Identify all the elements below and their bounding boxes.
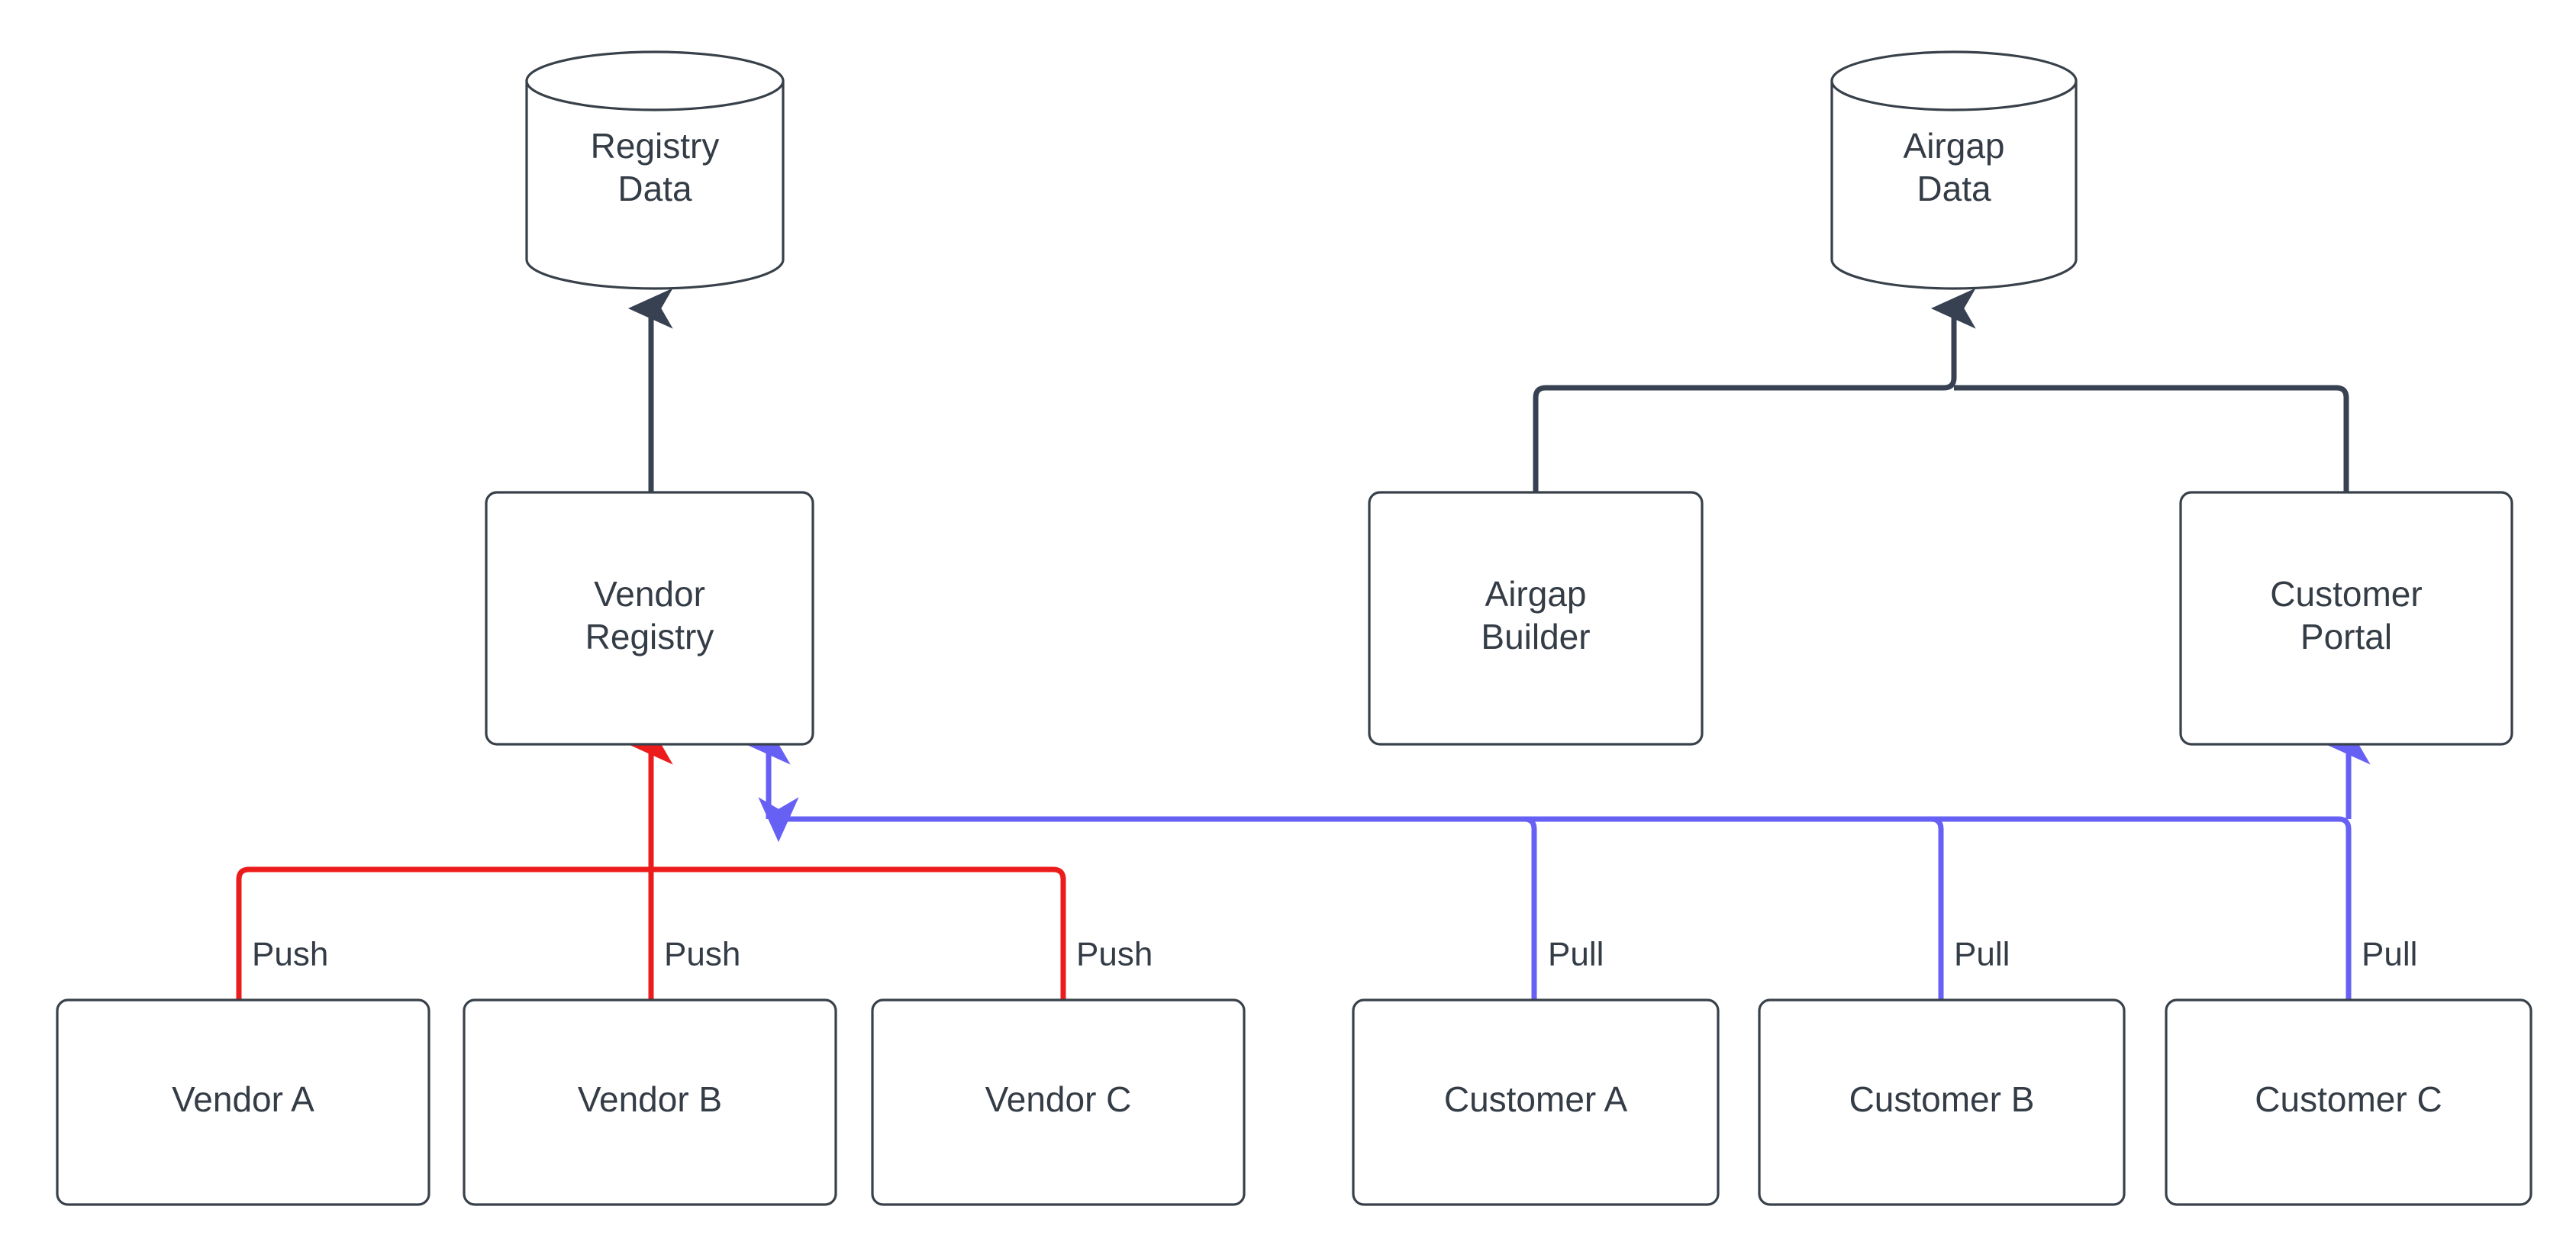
service-label-line1: Customer — [2270, 574, 2422, 614]
service-label-line2: Registry — [585, 617, 714, 656]
actor-label: Customer A — [1444, 1079, 1628, 1119]
actor-customer-b[interactable]: Customer B — [1758, 998, 2126, 1206]
actor-box — [463, 998, 837, 1206]
actor-box — [1352, 998, 1720, 1206]
datastore-label-line1: Airgap — [1904, 126, 2005, 166]
actor-box — [2165, 998, 2532, 1206]
datastore-label-line1: Registry — [591, 126, 720, 166]
cylinder-body — [1830, 79, 2078, 290]
actor-label: Vendor C — [985, 1079, 1132, 1119]
actor-label: Vendor A — [172, 1079, 314, 1119]
edge-label-pull-c: Pull — [2362, 936, 2417, 973]
connector-layer — [236, 288, 2371, 1000]
actor-box — [56, 998, 430, 1206]
edge-label-layer: Push Push Push Pull Pull Pull — [252, 936, 2417, 973]
service-box — [1368, 491, 1704, 746]
connector-customer-portal-to-airgap-data — [1954, 385, 2349, 492]
service-box — [2179, 491, 2513, 746]
connector-vendor-a-push — [236, 866, 651, 1000]
actor-box — [871, 998, 1246, 1206]
actor-layer: Vendor A Vendor B Vendor C Customer A Custom… — [56, 998, 2532, 1206]
datastore-label-line2: Data — [617, 169, 692, 208]
actor-customer-a[interactable]: Customer A — [1352, 998, 1720, 1206]
connector-customer-b-pull — [779, 816, 1944, 1000]
service-label-line1: Airgap — [1485, 574, 1587, 614]
service-box — [485, 491, 814, 746]
edge-label-push-c: Push — [1076, 936, 1153, 973]
actor-vendor-b[interactable]: Vendor B — [463, 998, 837, 1206]
actor-label: Customer B — [1849, 1079, 2035, 1119]
connector-airgap-builder-to-airgap-data — [1533, 288, 1976, 492]
edge-label-pull-b: Pull — [1954, 936, 2010, 973]
cylinder-top — [1830, 50, 2078, 111]
connector-vendor-c-push — [651, 866, 1066, 1000]
service-label-line1: Vendor — [594, 574, 705, 614]
actor-label: Vendor B — [578, 1079, 722, 1119]
actor-vendor-c[interactable]: Vendor C — [871, 998, 1246, 1206]
actor-vendor-a[interactable]: Vendor A — [56, 998, 430, 1206]
actor-box — [1758, 998, 2126, 1206]
connector-customer-c-pull — [758, 797, 2352, 1000]
datastore-label-line2: Data — [1917, 169, 1991, 208]
service-label-line2: Portal — [2300, 617, 2392, 656]
cylinder-body — [525, 79, 785, 290]
edge-label-push-b: Push — [664, 936, 740, 973]
actor-customer-c[interactable]: Customer C — [2165, 998, 2532, 1206]
edge-label-push-a: Push — [252, 936, 328, 973]
cylinder-top — [525, 50, 785, 111]
actor-label: Customer C — [2255, 1079, 2442, 1119]
service-label-line2: Builder — [1481, 617, 1590, 656]
edge-label-pull-a: Pull — [1548, 936, 1604, 973]
